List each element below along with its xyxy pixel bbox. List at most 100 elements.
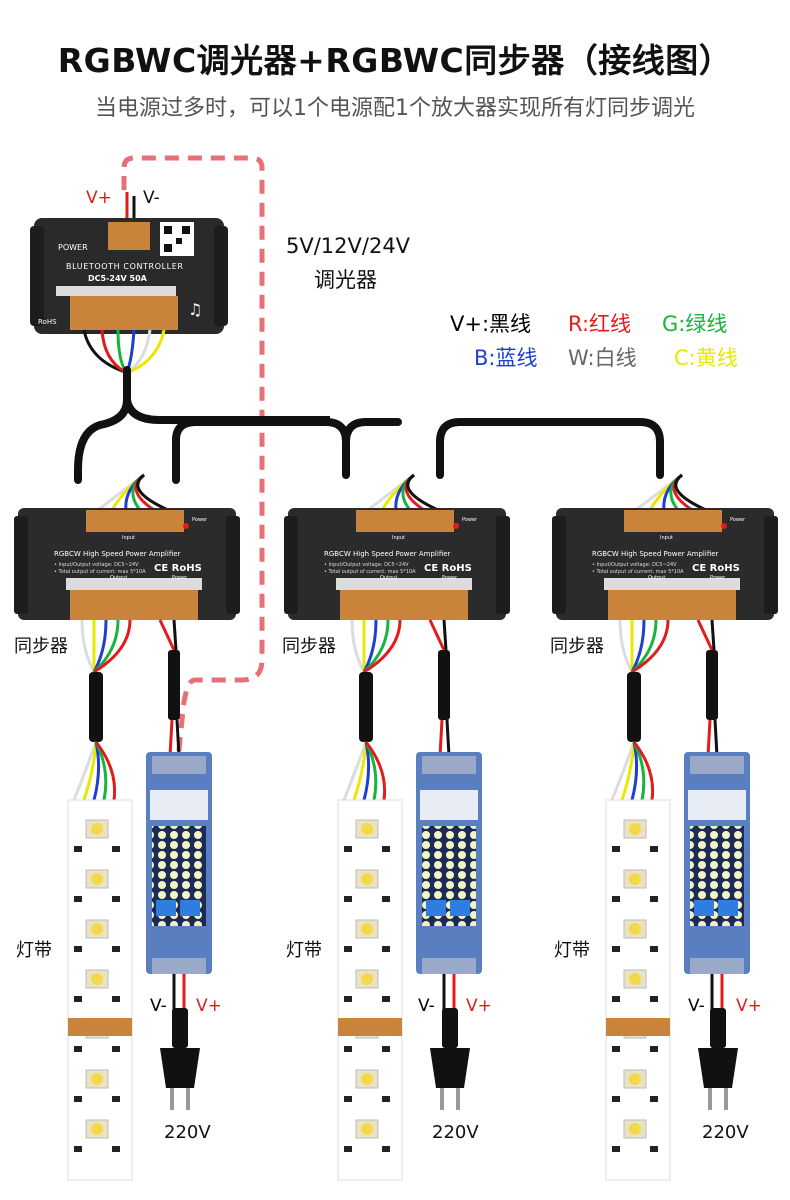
resistor <box>344 1096 352 1102</box>
psu-wire-red <box>706 719 712 757</box>
psu-terminal-bottom <box>422 958 476 974</box>
strip-label: 灯带 <box>554 940 590 961</box>
resistor <box>344 1046 352 1052</box>
resistor <box>112 896 120 902</box>
resistor <box>650 1146 658 1152</box>
led-dot <box>361 923 373 935</box>
page-subtitle: 当电源过多时，可以1个电源配1个放大器实现所有灯同步调光 <box>95 96 695 121</box>
strip-cable-sleeve <box>89 672 103 742</box>
amplifier-flange-left <box>14 516 28 614</box>
controller-vplus-label: V+ <box>86 188 112 208</box>
legend-green: G:绿线 <box>662 312 728 336</box>
amplifier-flange-right <box>764 516 778 614</box>
resistor <box>382 946 390 952</box>
power-led-label: Power <box>192 517 208 523</box>
dashed-link <box>121 155 265 761</box>
resistor <box>74 1146 82 1152</box>
led-dot <box>361 1073 373 1085</box>
resistor <box>650 1046 658 1052</box>
led-strip <box>67 799 133 1181</box>
controller-power-label: POWER <box>58 243 88 252</box>
output-wire <box>350 619 366 673</box>
resistor <box>344 946 352 952</box>
resistor <box>344 996 352 1002</box>
resistor <box>344 846 352 852</box>
legend-blue: B:蓝线 <box>474 346 538 370</box>
output-wire <box>618 619 634 673</box>
sync-label: 同步器 <box>14 636 68 657</box>
power-label: Power <box>442 575 458 581</box>
psu-label <box>688 790 746 820</box>
output-label: Output <box>648 575 666 581</box>
led-dot <box>629 1073 641 1085</box>
input-wire <box>406 473 439 512</box>
amplifier-spec: • Input/Output voltage: DC5~24V <box>324 562 409 568</box>
plug-head <box>698 1048 738 1088</box>
strip-cut-pads <box>68 1018 132 1036</box>
plug-cord <box>710 1008 726 1048</box>
psu-terminal-bottom <box>152 958 206 974</box>
psu-terminal-top <box>152 756 206 774</box>
power-led <box>721 523 727 529</box>
input-wire <box>674 473 707 512</box>
output-wire <box>631 619 670 674</box>
psu-vplus-label: V+ <box>196 996 222 1016</box>
mains-label: 220V <box>702 1122 749 1143</box>
plug-pin <box>170 1088 174 1110</box>
psu-badge <box>180 900 200 916</box>
resistor <box>650 896 658 902</box>
resistor <box>74 896 82 902</box>
power-led-label: Power <box>462 517 478 523</box>
ce-rohs-mark: CE RoHS <box>692 563 740 574</box>
input-label: Input <box>122 535 135 541</box>
input-wire <box>136 473 169 512</box>
main-cable <box>74 366 664 484</box>
power-wire-black <box>442 619 448 651</box>
mains-label: 220V <box>432 1122 479 1143</box>
resistor <box>344 896 352 902</box>
amplifier-spec: • Total output of current: max 5*10A <box>54 569 146 575</box>
output-wire <box>80 619 96 673</box>
led-dot <box>629 1123 641 1135</box>
plug-cord <box>442 1008 458 1048</box>
power-led <box>453 523 459 529</box>
output-label: Output <box>380 575 398 581</box>
amplifier-flange-left <box>552 516 566 614</box>
output-wire <box>93 619 132 674</box>
led-dot <box>629 973 641 985</box>
led-dot <box>361 973 373 985</box>
psu-badge <box>426 900 446 916</box>
led-dot <box>91 923 103 935</box>
psu-badge <box>694 900 714 916</box>
psu-vminus-label: V- <box>418 996 435 1016</box>
legend-red: R:红线 <box>568 312 632 336</box>
amplifier-flange-right <box>226 516 240 614</box>
psu-wire-black <box>445 719 451 757</box>
psu-badge <box>156 900 176 916</box>
amplifier-units <box>14 473 778 1181</box>
psu-wire-red <box>438 719 444 757</box>
psu-label <box>150 790 208 820</box>
psu-terminal-bottom <box>690 958 744 974</box>
output-terminal-block <box>608 590 736 620</box>
strip-label: 灯带 <box>286 940 322 961</box>
controller-brand: BLUETOOTH CONTROLLER <box>66 262 184 271</box>
power-label: Power <box>172 575 188 581</box>
led-dot <box>629 923 641 935</box>
plug-pin <box>186 1088 190 1110</box>
dimmer-name-label: 调光器 <box>314 268 377 292</box>
resistor <box>382 846 390 852</box>
input-terminal-block <box>86 510 184 532</box>
led-dot <box>361 823 373 835</box>
legend-vplus: V+:黑线 <box>450 312 532 336</box>
resistor <box>112 846 120 852</box>
output-label: Output <box>110 575 128 581</box>
sync-label: 同步器 <box>282 636 336 657</box>
led-dot <box>629 873 641 885</box>
ce-rohs-mark: CE RoHS <box>154 563 202 574</box>
legend-white: W:白线 <box>568 346 637 370</box>
output-terminal-labels <box>336 578 472 590</box>
music-icon: ♫ <box>188 300 203 319</box>
